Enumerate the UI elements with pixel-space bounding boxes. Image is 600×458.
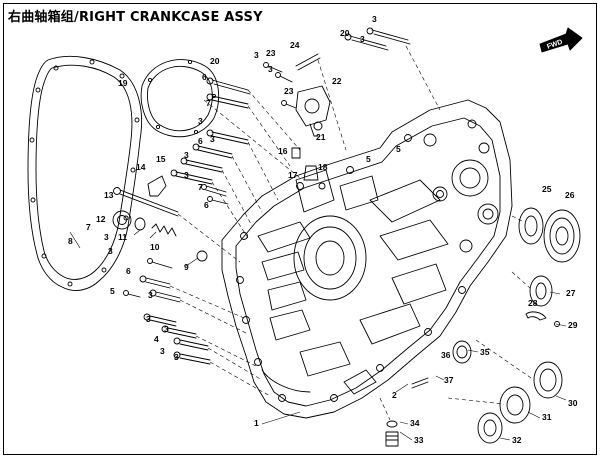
part-12-gear xyxy=(112,210,132,230)
label-part-3: 3 xyxy=(164,324,169,334)
part-10-spring xyxy=(151,223,177,237)
label-part-6: 6 xyxy=(198,136,203,146)
label-part-5: 5 xyxy=(396,144,401,154)
label-part-25: 25 xyxy=(542,184,552,194)
part-1-crankcase-body xyxy=(221,99,513,419)
part-28-shim xyxy=(525,311,547,321)
part-14-bracket xyxy=(147,175,167,197)
label-part-3: 3 xyxy=(160,346,165,356)
label-part-28: 28 xyxy=(528,298,538,308)
part-11-ring xyxy=(134,217,146,231)
label-part-4: 4 xyxy=(154,334,159,344)
part-9-ball xyxy=(196,250,208,262)
label-part-3: 3 xyxy=(254,50,259,60)
label-part-26: 26 xyxy=(565,190,575,200)
label-part-17: 17 xyxy=(288,170,298,180)
assembly-leader-lines xyxy=(169,45,535,421)
part-37-bolt xyxy=(411,377,429,389)
part-21-oring xyxy=(313,121,323,131)
label-part-6: 6 xyxy=(126,266,131,276)
label-part-5: 5 xyxy=(110,286,115,296)
label-part-6: 6 xyxy=(202,72,207,82)
label-part-20: 20 xyxy=(210,56,220,66)
part-29-pin xyxy=(554,321,560,327)
part-33-drain-plug xyxy=(385,431,399,447)
part-31-bearing xyxy=(499,386,531,424)
label-part-1: 1 xyxy=(254,418,259,428)
label-part-14: 14 xyxy=(136,162,146,172)
label-part-34: 34 xyxy=(410,418,420,428)
part-34-washer xyxy=(386,420,398,428)
label-part-16: 16 xyxy=(278,146,288,156)
label-part-11: 11 xyxy=(118,232,127,242)
label-part-19: 19 xyxy=(118,78,128,88)
diagram-frame xyxy=(3,3,597,455)
label-part-23: 23 xyxy=(284,86,294,96)
label-part-30: 30 xyxy=(568,398,578,408)
part-22-cover xyxy=(295,85,331,137)
long-bolts xyxy=(113,27,411,365)
label-part-9: 9 xyxy=(184,262,189,272)
part-24-pin xyxy=(295,53,321,71)
label-part-7: 7 xyxy=(206,98,211,108)
label-leader-lines xyxy=(69,229,567,441)
label-part-3: 3 xyxy=(198,116,203,126)
label-part-22: 22 xyxy=(332,76,342,86)
part-27-bearing xyxy=(529,275,553,307)
label-part-15: 15 xyxy=(156,154,166,164)
label-part-32: 32 xyxy=(512,435,522,445)
part-17-fitting xyxy=(303,165,319,181)
part-23-bolts xyxy=(263,62,297,109)
label-part-6: 6 xyxy=(204,200,209,210)
label-part-29: 29 xyxy=(568,320,578,330)
label-part-10: 10 xyxy=(150,242,160,252)
part-19-cover-gasket xyxy=(140,59,220,138)
part-8-gasket xyxy=(27,55,143,291)
label-part-3: 3 xyxy=(108,246,113,256)
label-part-18: 18 xyxy=(318,162,328,172)
label-part-31: 31 xyxy=(542,412,552,422)
label-part-35: 35 xyxy=(480,347,490,357)
label-part-7: 7 xyxy=(86,222,91,232)
part-26-bearing xyxy=(543,209,581,263)
label-part-20: 20 xyxy=(340,28,350,38)
label-part-2: 2 xyxy=(392,390,397,400)
label-part-7: 7 xyxy=(198,182,203,192)
label-part-27: 27 xyxy=(566,288,576,298)
label-part-37: 37 xyxy=(444,375,454,385)
label-part-23: 23 xyxy=(266,48,276,58)
forward-direction-marker xyxy=(539,27,583,53)
label-part-8: 8 xyxy=(68,236,73,246)
part-16-plug xyxy=(291,147,301,159)
label-part-13: 13 xyxy=(104,190,114,200)
part-labels: 3 20 3 24 23 3 20 3 6 22 23 19 7 3 21 3 … xyxy=(68,14,578,445)
label-part-3: 3 xyxy=(372,14,377,24)
label-part-3: 3 xyxy=(184,170,189,180)
label-part-12: 12 xyxy=(96,214,106,224)
label-part-33: 33 xyxy=(414,435,424,445)
label-part-3: 3 xyxy=(360,34,365,44)
part-25-seal xyxy=(518,207,544,245)
label-part-3: 3 xyxy=(174,352,179,362)
part-36-bushing xyxy=(452,340,472,364)
label-part-3: 3 xyxy=(268,64,273,74)
label-part-3: 3 xyxy=(148,290,153,300)
label-part-24: 24 xyxy=(290,40,300,50)
part-32-bearing xyxy=(477,412,503,444)
label-part-3: 3 xyxy=(184,150,189,160)
part-30-seal xyxy=(533,361,563,399)
label-part-36: 36 xyxy=(441,350,451,360)
label-part-3: 3 xyxy=(104,232,109,242)
part-18-dowel xyxy=(318,182,326,190)
label-part-5: 5 xyxy=(366,154,371,164)
label-part-3: 3 xyxy=(210,134,215,144)
label-part-21: 21 xyxy=(316,132,326,142)
label-part-3: 3 xyxy=(146,314,151,324)
diagram-title: 右曲轴箱组/RIGHT CRANKCASE ASSY xyxy=(8,10,263,25)
